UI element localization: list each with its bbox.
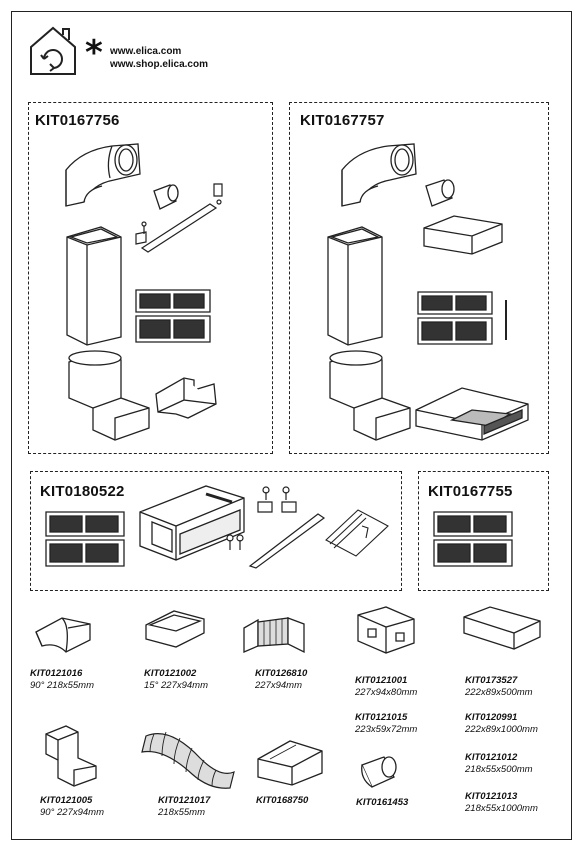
shop-url[interactable]: www.shop.elica.com <box>110 59 208 70</box>
recirculation-filters-icon-4 <box>432 510 516 570</box>
part-code: KIT0121005 <box>40 795 93 806</box>
home-recycle-logo-icon <box>27 25 79 77</box>
flexible-hose-icon <box>140 718 240 790</box>
flat-bend-15-icon <box>144 607 208 651</box>
straight-duct-icon <box>65 225 123 347</box>
kit-title-3: KIT0180522 <box>40 483 125 500</box>
adapter-duct-icon <box>154 372 218 422</box>
straight-duct-icon-2 <box>326 225 384 347</box>
part-desc: 218x55mm <box>158 807 205 818</box>
flange-connector-icon <box>354 605 418 655</box>
part-desc: 227x94mm <box>255 680 302 691</box>
part-code: KIT0120991 <box>465 712 518 723</box>
part-desc: 222x89x500mm <box>465 687 533 698</box>
round-ring-icon <box>358 755 400 791</box>
kit-title-2: KIT0167757 <box>300 112 385 129</box>
kit-title-4: KIT0167755 <box>428 483 513 500</box>
page-frame <box>11 11 572 840</box>
vertical-elbow-icon-2 <box>326 348 412 444</box>
part-code: KIT0121002 <box>144 668 197 679</box>
charcoal-filter-block-icon <box>420 214 506 258</box>
part-desc: 218x55x500mm <box>465 764 533 775</box>
part-code: KIT0168750 <box>256 795 309 806</box>
instruction-leaflet-icon <box>322 506 392 560</box>
part-code: KIT0161453 <box>356 797 409 808</box>
flat-duct-straight-icon <box>460 605 544 653</box>
kit-box-3 <box>30 471 402 591</box>
vertical-bend-90-icon <box>42 724 100 790</box>
transition-adapter-icon <box>256 737 326 787</box>
part-caption-11: KIT0161453 <box>356 797 408 809</box>
part-desc: 218x55x1000mm <box>465 803 538 814</box>
flat-duct-unit-icon <box>136 482 248 564</box>
connector-ring-icon <box>150 183 180 213</box>
recirculation-unit-icon <box>412 380 532 442</box>
part-caption-10: KIT0168750 <box>256 795 308 807</box>
part-code: KIT0173527 <box>465 675 518 686</box>
flat-bend-90-icon <box>32 612 96 660</box>
part-desc: 15° 227x94mm <box>144 680 208 691</box>
part-code: KIT0121001 <box>355 675 408 686</box>
part-code: KIT0121016 <box>30 668 83 679</box>
recirculation-filters-icon-3 <box>44 510 128 570</box>
part-desc: 223x59x72mm <box>355 724 418 735</box>
vertical-elbow-icon <box>65 348 151 444</box>
bracket-rail-icon <box>132 180 232 260</box>
asterisk-icon: * <box>85 33 103 73</box>
part-code: KIT0126810 <box>255 668 308 679</box>
part-desc: 90° 227x94mm <box>40 807 104 818</box>
elbow-duct-icon-2 <box>338 140 418 212</box>
part-code: KIT0121013 <box>465 791 518 802</box>
elbow-duct-icon <box>62 140 142 212</box>
flexible-connector-icon <box>242 612 306 658</box>
part-code: KIT0121012 <box>465 752 518 763</box>
part-desc: 227x94x80mm <box>355 687 418 698</box>
kit-box-4 <box>418 471 549 591</box>
kit-title-1: KIT0167756 <box>35 112 120 129</box>
recirculation-filters-icon <box>132 288 214 346</box>
part-desc: 90° 218x55mm <box>30 680 94 691</box>
kit-box-1 <box>28 102 273 454</box>
website-url[interactable]: www.elica.com <box>110 46 182 57</box>
part-code: KIT0121015 <box>355 712 408 723</box>
kit-box-2 <box>289 102 549 454</box>
connector-ring-icon-2 <box>422 178 456 210</box>
mounting-bracket-screws-icon <box>226 484 330 570</box>
part-desc: 222x89x1000mm <box>465 724 538 735</box>
part-code: KIT0121017 <box>158 795 211 806</box>
recirculation-filters-icon-2 <box>414 290 514 348</box>
